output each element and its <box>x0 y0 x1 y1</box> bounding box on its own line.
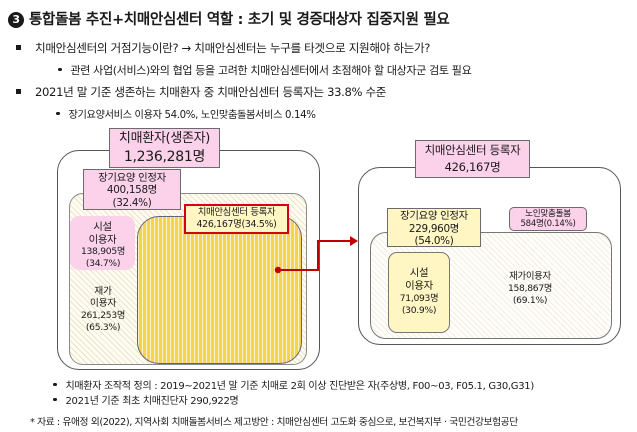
custom-care-value: 584명(0.14%) <box>520 219 576 229</box>
dementia-patients-title-box: 치매환자(생존자) 1,236,281명 <box>109 128 220 168</box>
connector-arrow <box>274 236 358 274</box>
bullet-question-1-sub: 관련 사업(서비스)와의 협업 등을 고려한 치매안심센터에서 초점해야 할 대… <box>58 62 472 78</box>
ltc-certified-count: 400,158명 <box>106 184 158 196</box>
right-facility-count: 71,093명 <box>399 293 439 304</box>
right-ltc-label: 장기요양 인정자 <box>400 210 468 222</box>
home-users-count: 261,253명 <box>80 310 126 321</box>
right-facility-box: 시설 이용자 71,093명 (30.9%) <box>388 252 450 333</box>
facility-users-box: 시설 이용자 <box>70 216 135 270</box>
ltc-certified-box: 장기요양 인정자 400,158명 (32.4%) <box>83 169 181 210</box>
bullet-question-1: 치매안심센터의 거점기능이란? → 치매안심센터는 누구를 타겟으로 지원해야 … <box>16 40 430 56</box>
source-citation: * 자료 : 유애정 외(2022), 지역사회 치매돌봄서비스 제고방안 : … <box>30 417 518 428</box>
section-number: 3 <box>8 12 24 28</box>
center-registrants-count: 426,167명 <box>444 160 501 174</box>
dot-bullet-icon <box>56 111 60 115</box>
center-registrants-title: 치매안심센터 등록자 <box>424 143 521 157</box>
dementia-patients-label: 치매환자(생존자) <box>118 131 211 146</box>
bullet-question-2-sub: 장기요양서비스 이용자 54.0%, 노인맞춤돌봄서비스 0.14% <box>56 106 316 121</box>
home-users-label2: 이용자 <box>89 298 117 309</box>
center-registrants-region <box>137 216 302 364</box>
note-definition: 치매환자 조작적 정의 : 2019~2021년 말 기준 치매로 2회 이상 … <box>53 377 534 392</box>
arrow-head-icon <box>350 236 358 246</box>
center-registrants-title-box: 치매안심센터 등록자 426,167명 <box>415 140 530 178</box>
ltc-certified-pct: (32.4%) <box>112 197 152 209</box>
ltc-certified-label: 장기요양 인정자 <box>98 172 166 184</box>
facility-users-count: 138,905명 <box>80 246 126 257</box>
right-ltc-certified-box: 장기요양 인정자 229,960명 (54.0%) <box>387 208 481 247</box>
page-title: 3 통합돌봄 추진+치매안심센터 역할 : 초기 및 경증대상자 집중지원 필요 <box>8 8 450 29</box>
facility-users-pct: (34.7%) <box>85 258 121 269</box>
square-bullet-icon <box>16 89 21 94</box>
home-users-label1: 재가 <box>94 286 112 297</box>
dot-bullet-icon <box>53 397 57 401</box>
bullet-question-2: 2021년 말 기준 생존하는 치매환자 중 치매안심센터 등록자는 33.8%… <box>16 84 386 100</box>
title-text: 통합돌봄 추진+치매안심센터 역할 : 초기 및 경증대상자 집중지원 필요 <box>29 12 450 28</box>
right-facility-pct: (30.9%) <box>401 305 437 316</box>
dot-bullet-icon <box>58 67 62 71</box>
right-ltc-count: 229,960명 <box>408 223 460 235</box>
home-users-pct: (65.3%) <box>85 322 121 333</box>
right-home-label: 재가이용자 <box>509 271 551 282</box>
dot-bullet-icon <box>53 382 57 386</box>
facility-users-label2: 이용자 <box>88 234 117 246</box>
center-registrants-label-box: 치매안심센터 등록자 426,167명(34.5%) <box>184 204 289 234</box>
custom-care-box: 노인맞춤돌봄 584명(0.14%) <box>509 207 587 231</box>
right-ltc-pct: (54.0%) <box>414 235 454 247</box>
dementia-patients-count: 1,236,281명 <box>123 149 206 165</box>
center-registrants-value: 426,167명(34.5%) <box>196 219 277 230</box>
note-first-diagnosis: 2021년 기준 최초 치매진단자 290,922명 <box>53 392 239 407</box>
center-registrants-label: 치매안심센터 등록자 <box>197 207 276 218</box>
facility-users-label1: 시설 <box>93 221 112 233</box>
right-facility-label2: 이용자 <box>405 280 433 292</box>
custom-care-label: 노인맞춤돌봄 <box>525 209 571 219</box>
right-facility-label1: 시설 <box>409 267 429 279</box>
right-home-pct: (69.1%) <box>512 295 548 306</box>
square-bullet-icon <box>16 45 21 50</box>
connector-line <box>278 240 350 271</box>
right-home-count: 158,867명 <box>507 283 553 294</box>
